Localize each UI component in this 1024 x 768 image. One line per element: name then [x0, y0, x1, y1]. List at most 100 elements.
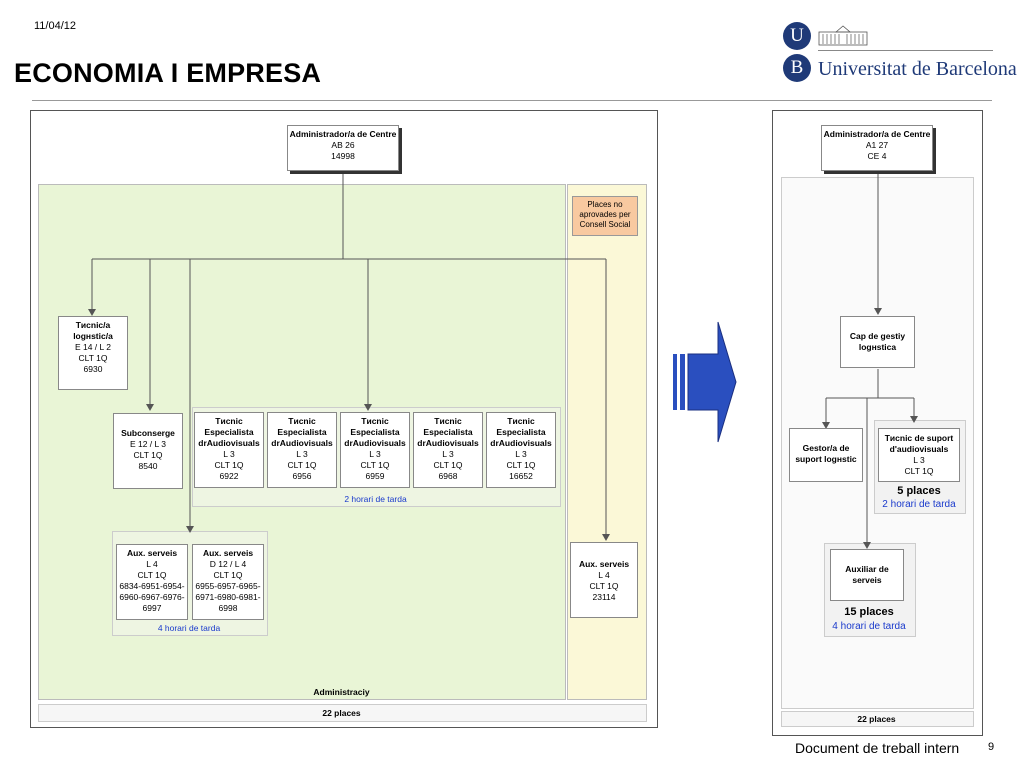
right-total: 22 places — [857, 714, 896, 724]
admin-grade: CE 4 — [867, 151, 887, 161]
tecnic-title: Tиcnic — [215, 416, 243, 426]
tecnic-title-3: drAudiovisuals — [344, 438, 406, 448]
tecnic-grade: L 3 — [442, 449, 454, 459]
tecnic-title: Tиcnic — [361, 416, 389, 426]
tecnic-suport-title: Tиcnic de suport — [884, 433, 954, 443]
admin-centre-box: Administrador/a de Centre AB 26 14998 — [287, 125, 399, 171]
right-total-bar — [781, 711, 974, 727]
admin-title: Administrador/a de Centre — [823, 129, 931, 139]
tecnic-title-3: drAudiovisuals — [417, 438, 479, 448]
gestor-title: Gestor/a de — [802, 443, 850, 453]
transition-arrow-icon — [672, 320, 738, 444]
footer-text: Document de treball intern — [795, 740, 960, 756]
cap-gestio-box: Cap de gestiу logнstica — [840, 316, 915, 368]
admin-centre-box: Administrador/a de Centre A1 27 CE 4 — [821, 125, 933, 171]
aux-grade: L 4 — [146, 559, 158, 569]
note-line-1: Places no — [587, 200, 623, 209]
tecnic-note: 2 horari de tarda — [882, 499, 956, 510]
tecnic-audiovisual-box: Tиcnic Especialista drAudiovisuals L 3 C… — [340, 412, 410, 488]
admin-title: Administrador/a de Centre — [289, 129, 397, 139]
note-line-3: Consell Social — [579, 220, 631, 229]
page-title: ECONOMIA I EMPRESA — [14, 58, 322, 88]
tecnic-suport-grade: L 3 — [913, 455, 925, 465]
tecnic-contract: CLT 1Q — [433, 460, 463, 470]
aux-grade: L 4 — [598, 570, 610, 580]
tecnic-title: Tиcnic — [288, 416, 316, 426]
aux-note: 4 horari de tarda — [157, 623, 221, 633]
aux-title: Aux. serveis — [578, 559, 630, 569]
tecnic-log-grade: E 14 / L 2 — [74, 342, 112, 352]
aux-numbers-1: 6955-6957-6965- — [195, 581, 261, 591]
subconserge-box: Subconserge E 12 / L 3 CLT 1Q 8540 — [113, 413, 183, 489]
tecnic-places: 5 places — [897, 485, 941, 497]
administracio-label: Administraciу — [313, 687, 370, 697]
tecnic-contract: CLT 1Q — [360, 460, 390, 470]
tecnic-title-3: drAudiovisuals — [490, 438, 552, 448]
admin-code: AB 26 — [331, 140, 355, 150]
tecnic-log-title-2: logнstic/a — [73, 331, 113, 341]
cap-title: Cap de gestiу — [849, 331, 906, 341]
gestor-suport-box: Gestor/a de suport logнstic — [789, 428, 863, 482]
aux-numbers-2: 6960-6967-6976- — [119, 592, 185, 602]
admin-code: A1 27 — [865, 140, 889, 150]
tecnic-audiovisual-box: Tиcnic Especialista drAudiovisuals L 3 C… — [486, 412, 556, 488]
tecnic-suport-contract: CLT 1Q — [904, 466, 934, 476]
tecnic-log-number: 6930 — [83, 364, 103, 374]
tecnic-title-3: drAudiovisuals — [198, 438, 260, 448]
logo-divider — [818, 50, 993, 51]
tecnic-title-2: Especialista — [277, 427, 327, 437]
tecnic-number: 6922 — [219, 471, 239, 481]
tecnic-contract: CLT 1Q — [506, 460, 536, 470]
date: 11/04/12 — [34, 20, 77, 32]
tecnic-title-2: Especialista — [423, 427, 473, 437]
tecnic-number: 6956 — [292, 471, 312, 481]
aux-serveis-box: Aux. serveis L 4 CLT 1Q 6834-6951-6954- … — [116, 544, 188, 620]
tecnic-grade: L 3 — [296, 449, 308, 459]
aux-contract: CLT 1Q — [213, 570, 243, 580]
aux-note: 4 horari de tarda — [832, 621, 906, 632]
tecnic-log-contract: CLT 1Q — [78, 353, 108, 363]
tecnics-note: 2 horari de tarda — [344, 494, 407, 504]
aux-contract: CLT 1Q — [137, 570, 167, 580]
subconserge-title: Subconserge — [121, 428, 175, 438]
auxiliar-title-2: serveis — [852, 575, 882, 585]
aux-numbers-1: 6834-6951-6954- — [119, 581, 185, 591]
tecnic-suport-title-2: d'audiovisuals — [889, 444, 949, 454]
subconserge-grade: E 12 / L 3 — [129, 439, 167, 449]
aux-serveis-box: Aux. serveis D 12 / L 4 CLT 1Q 6955-6957… — [192, 544, 264, 620]
tecnic-audiovisual-box: Tиcnic Especialista drAudiovisuals L 3 C… — [194, 412, 264, 488]
aux-numbers-2: 6971-6980-6981- — [195, 592, 261, 602]
places-no-aprovades-note: Places no aprovades per Consell Social — [572, 196, 638, 236]
tecnic-contract: CLT 1Q — [287, 460, 317, 470]
logo-u-icon: U — [783, 22, 811, 50]
tecnic-log-title: Tиcnic/a — [75, 320, 111, 330]
tecnic-number: 16652 — [509, 471, 533, 481]
subconserge-contract: CLT 1Q — [133, 450, 163, 460]
tecnic-audiovisual-box: Tиcnic Especialista drAudiovisuals L 3 C… — [413, 412, 483, 488]
header-divider — [32, 100, 992, 101]
aux-numbers-3: 6997 — [142, 603, 162, 613]
tecnic-logistic-box: Tиcnic/a logнstic/a E 14 / L 2 CLT 1Q 69… — [58, 316, 128, 390]
tecnic-title: Tиcnic — [507, 416, 535, 426]
tecnic-grade: L 3 — [515, 449, 527, 459]
tecnic-title-3: drAudiovisuals — [271, 438, 333, 448]
tecnic-title-2: Especialista — [204, 427, 254, 437]
gestor-title-2: suport logнstic — [795, 454, 857, 464]
building-icon — [818, 24, 868, 46]
tecnic-title-2: Especialista — [350, 427, 400, 437]
tecnic-suport-box: Tиcnic de suport d'audiovisuals L 3 CLT … — [878, 428, 960, 482]
aux-grade: D 12 / L 4 — [209, 559, 247, 569]
university-name: Universitat de Barcelona — [818, 58, 1017, 80]
tecnic-contract: CLT 1Q — [214, 460, 244, 470]
aux-number: 23114 — [592, 592, 616, 602]
auxiliar-title: Auxiliar de — [845, 564, 889, 574]
aux-numbers-3: 6998 — [218, 603, 238, 613]
aux-serveis-box: Aux. serveis L 4 CLT 1Q 23114 — [570, 542, 638, 618]
tecnic-grade: L 3 — [223, 449, 235, 459]
admin-number: 14998 — [331, 151, 355, 161]
tecnic-audiovisual-box: Tиcnic Especialista drAudiovisuals L 3 C… — [267, 412, 337, 488]
left-total-bar — [38, 704, 647, 722]
aux-contract: CLT 1Q — [589, 581, 619, 591]
note-line-2: aprovades per — [579, 210, 631, 219]
